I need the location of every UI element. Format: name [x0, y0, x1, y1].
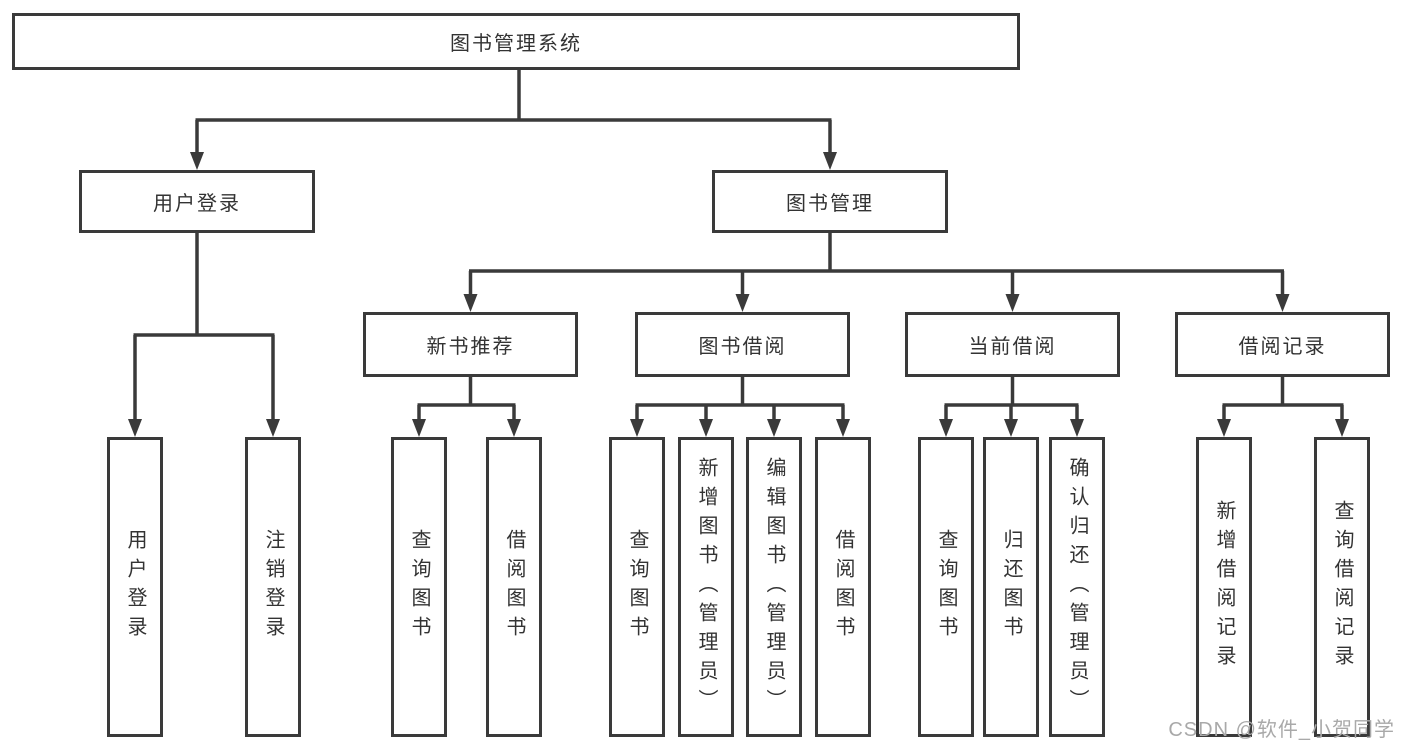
node-current-borrowing: 当前借阅: [905, 312, 1120, 377]
leaf-query-borrow-record: 查询借阅记录: [1314, 437, 1370, 737]
leaf-label: 编辑图书（管理员）: [763, 456, 785, 718]
leaf-logout: 注销登录: [245, 437, 301, 737]
leaf-label: 确认归还（管理员）: [1066, 456, 1088, 718]
leaf-label: 新增借阅记录: [1213, 500, 1235, 674]
leaf-add-borrow-record: 新增借阅记录: [1196, 437, 1252, 737]
node-book-management: 图书管理: [712, 170, 948, 233]
leaf-query-books-1: 查询图书: [391, 437, 447, 737]
leaf-label: 查询图书: [626, 529, 648, 645]
leaf-label: 归还图书: [1000, 529, 1022, 645]
leaf-label: 借阅图书: [503, 529, 525, 645]
node-book-borrowing: 图书借阅: [635, 312, 850, 377]
node-user-login: 用户登录: [79, 170, 315, 233]
leaf-borrow-books-2: 借阅图书: [815, 437, 871, 737]
node-system-root: 图书管理系统: [12, 13, 1020, 70]
leaf-label: 查询图书: [935, 529, 957, 645]
leaf-label: 查询图书: [408, 529, 430, 645]
node-label: 新书推荐: [426, 336, 515, 358]
leaf-user-login: 用户登录: [107, 437, 163, 737]
node-label: 当前借阅: [968, 336, 1057, 358]
leaf-query-books-3: 查询图书: [918, 437, 974, 737]
leaf-label: 新增图书（管理员）: [695, 456, 717, 718]
leaf-confirm-return-admin: 确认归还（管理员）: [1049, 437, 1105, 737]
node-label: 用户登录: [153, 193, 241, 215]
leaf-label: 用户登录: [124, 529, 146, 645]
leaf-edit-book-admin: 编辑图书（管理员）: [746, 437, 802, 737]
leaf-label: 注销登录: [262, 529, 284, 645]
node-label: 图书管理系统: [450, 33, 582, 55]
leaf-label: 查询借阅记录: [1331, 500, 1353, 674]
leaf-query-books-2: 查询图书: [609, 437, 665, 737]
leaf-add-book-admin: 新增图书（管理员）: [678, 437, 734, 737]
arrowhead-icons: [128, 152, 1349, 437]
node-label: 图书管理: [786, 193, 874, 215]
leaf-borrow-books-1: 借阅图书: [486, 437, 542, 737]
node-label: 图书借阅: [698, 336, 787, 358]
leaf-return-book: 归还图书: [983, 437, 1039, 737]
node-label: 借阅记录: [1238, 336, 1327, 358]
node-new-book-recommendation: 新书推荐: [363, 312, 578, 377]
leaf-label: 借阅图书: [832, 529, 854, 645]
csdn-watermark: CSDN @软件_小贺同学: [1168, 719, 1395, 741]
node-borrowing-records: 借阅记录: [1175, 312, 1390, 377]
